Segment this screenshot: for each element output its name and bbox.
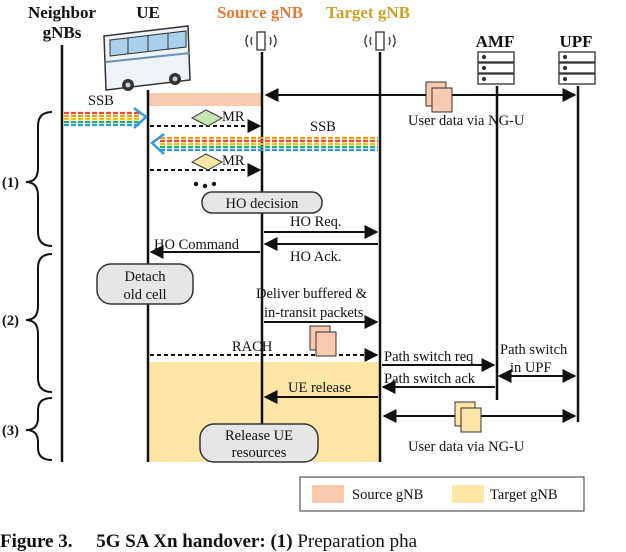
- mr2-packet-icon: [190, 153, 224, 171]
- amf-server-icon: [477, 51, 515, 85]
- caption-rest: Preparation pha: [297, 531, 418, 552]
- user-data-top-packet-icon: [425, 81, 453, 113]
- target-gnb-title: Target gNB: [326, 3, 410, 22]
- mr1-packet-icon: [190, 109, 224, 127]
- source-antenna-icon: [245, 31, 277, 51]
- figure-caption: Figure 3. 5G SA Xn handover: (1) Prepara…: [0, 531, 626, 552]
- path-switch-req-label: Path switch req: [384, 349, 473, 365]
- ssb-mid-label: SSB: [310, 119, 336, 135]
- detach-label-2: old cell: [123, 287, 166, 303]
- caption-figure: Figure 3.: [0, 531, 73, 552]
- user-data-bottom-packet-icon: [454, 401, 482, 433]
- legend-source-label: Source gNB: [352, 487, 423, 503]
- phase-1-label: (1): [2, 175, 19, 191]
- rach-packet-icon: [309, 325, 337, 357]
- caption-phase: (1): [270, 531, 293, 552]
- deliver-label-2: in-transit packets: [264, 305, 364, 321]
- path-switch-ack-label: Path switch ack: [384, 371, 476, 387]
- path-switch-upf-label-2: in UPF: [510, 360, 552, 376]
- user-data-top-label: User data via NG-U: [408, 113, 525, 129]
- source-gnb-shading: [149, 93, 263, 106]
- ssb-beam-target: [150, 133, 378, 155]
- bus-icon: [103, 25, 191, 91]
- detach-old-cell-box: [96, 263, 194, 305]
- legend-target-label: Target gNB: [490, 487, 558, 503]
- ue-title: UE: [136, 3, 160, 22]
- ssb-top-label: SSB: [88, 93, 114, 109]
- target-antenna-icon: [364, 31, 396, 51]
- phase-3-brace: [25, 397, 53, 461]
- legend-frame: [299, 476, 585, 512]
- ho-req-label: HO Req.: [290, 214, 342, 230]
- upf-title: UPF: [559, 32, 592, 51]
- neighbor-gnbs-title-2: gNBs: [43, 23, 82, 42]
- deliver-label-1: Deliver buffered &: [256, 286, 368, 302]
- upf-server-icon: [558, 51, 596, 85]
- ho-ack-label: HO Ack.: [290, 249, 342, 265]
- neighbor-gnbs-title-1: Neighbor: [28, 3, 96, 22]
- ue-release-label: UE release: [288, 380, 351, 396]
- lifelines: [60, 45, 580, 462]
- legend-target-swatch: [452, 485, 484, 503]
- ho-decision-label: HO decision: [226, 196, 300, 212]
- ho-command-label: HO Command: [154, 237, 240, 253]
- legend-source-swatch: [312, 485, 344, 503]
- rach-label: RACH: [232, 339, 273, 355]
- user-data-bottom-label: User data via NG-U: [408, 439, 525, 455]
- caption-title: 5G SA Xn handover:: [96, 531, 266, 552]
- ho-decision-box: [201, 191, 323, 214]
- ssb-beam-neighbor: [64, 107, 148, 129]
- phase-3-label: (3): [2, 423, 19, 439]
- mr2-label: MR: [222, 153, 245, 169]
- release-label-1: Release UE: [225, 428, 293, 444]
- release-ue-resources-box: [199, 423, 319, 463]
- detach-label-1: Detach: [124, 269, 166, 285]
- phase-2-label: (2): [2, 313, 19, 329]
- amf-title: AMF: [476, 32, 515, 51]
- release-label-2: resources: [232, 445, 287, 461]
- phase-1-brace: [25, 111, 53, 247]
- source-gnb-title: Source gNB: [217, 3, 303, 22]
- phase-2-brace: [25, 253, 53, 393]
- mr1-label: MR: [222, 109, 245, 125]
- more-ellipsis: [193, 181, 217, 189]
- path-switch-upf-label-1: Path switch: [500, 342, 568, 358]
